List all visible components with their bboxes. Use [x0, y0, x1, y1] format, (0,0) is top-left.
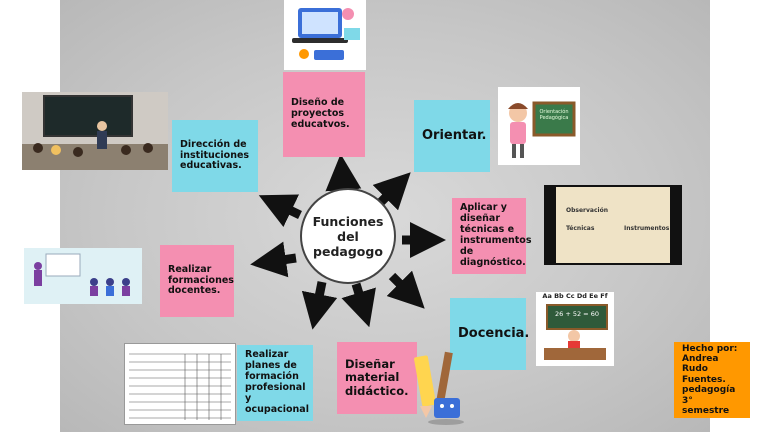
chalkboard	[546, 304, 608, 330]
diagnostic-map-paper	[556, 187, 670, 263]
arrow-down-left	[301, 281, 338, 330]
arrow-down	[341, 282, 376, 328]
alphabet-strip: Aa Bb Cc Dd Ee Ff	[542, 292, 608, 300]
center-line-3: pedagogo	[313, 243, 383, 259]
card-disenar-material: Diseñar material didáctico.	[337, 342, 417, 414]
students-icon	[34, 253, 130, 296]
card-label: Realizar formaciones docentes.	[168, 263, 234, 297]
card-label: Orientar.	[422, 127, 487, 143]
card-label: Diseñar material didáctico.	[345, 357, 409, 398]
card-label: Realizar planes de formación profesional…	[245, 349, 309, 415]
card-realizar-planes: Realizar planes de formación profesional…	[237, 345, 313, 421]
table-icon	[129, 353, 231, 420]
center-line-1: Funciones	[312, 213, 384, 229]
card-realizar-formaciones: Realizar formaciones docentes.	[160, 245, 234, 317]
arrow-up-left	[258, 194, 302, 228]
card-label: Aplicar y diseñar técnicas e instrumento…	[460, 202, 532, 268]
card-direccion: Dirección de instituciones educativas.	[172, 120, 258, 192]
math-board-illustration: Aa Bb Cc Dd Ee Ff 26 + 52 = 60	[536, 292, 614, 366]
card-label: Diseño de proyectos educatvos.	[291, 97, 350, 130]
card-docencia: Docencia.	[450, 298, 530, 370]
laptop-illustration	[284, 0, 366, 70]
card-label: Dirección de instituciones educativas.	[180, 138, 250, 172]
card-diseno-proyectos: Diseño de proyectos educatvos.	[283, 72, 365, 157]
document-table-image	[124, 343, 236, 425]
laptop-icon	[292, 8, 360, 60]
teacher-icon	[508, 101, 576, 158]
center-topic: Funciones del pedagogo	[300, 188, 396, 284]
card-orientar: Orientar.	[414, 100, 490, 172]
card-credit: Hecho por: Andrea Rudo Fuentes. pedagogí…	[674, 342, 750, 418]
math-equation: 26 + 52 = 60	[555, 310, 599, 318]
orientation-illustration: Orientación Pedagógica	[498, 87, 580, 165]
classroom-photo	[22, 92, 168, 170]
arrow-left	[250, 241, 297, 278]
diagnostic-label-1: Observación	[566, 207, 608, 214]
diagnostic-label-2: Técnicas	[566, 225, 595, 232]
card-label: Docencia.	[458, 325, 530, 341]
pencil-icon	[414, 351, 464, 425]
arrow-down-right	[386, 270, 425, 309]
classroom-icon	[22, 92, 168, 170]
credit-label: Hecho por: Andrea Rudo Fuentes. pedagogí…	[682, 343, 738, 416]
teacher-desk-icon	[544, 330, 606, 360]
presentation-illustration	[24, 248, 142, 304]
center-line-2: del	[337, 228, 359, 244]
diagnostic-label-3: Instrumentos	[624, 225, 670, 232]
orientation-board-text: Orientación Pedagógica	[539, 109, 569, 121]
school-supplies-illustration	[412, 346, 472, 426]
diagnostic-map-image: Observación Técnicas Instrumentos	[544, 185, 682, 265]
card-aplicar: Aplicar y diseñar técnicas e instrumento…	[452, 198, 532, 274]
